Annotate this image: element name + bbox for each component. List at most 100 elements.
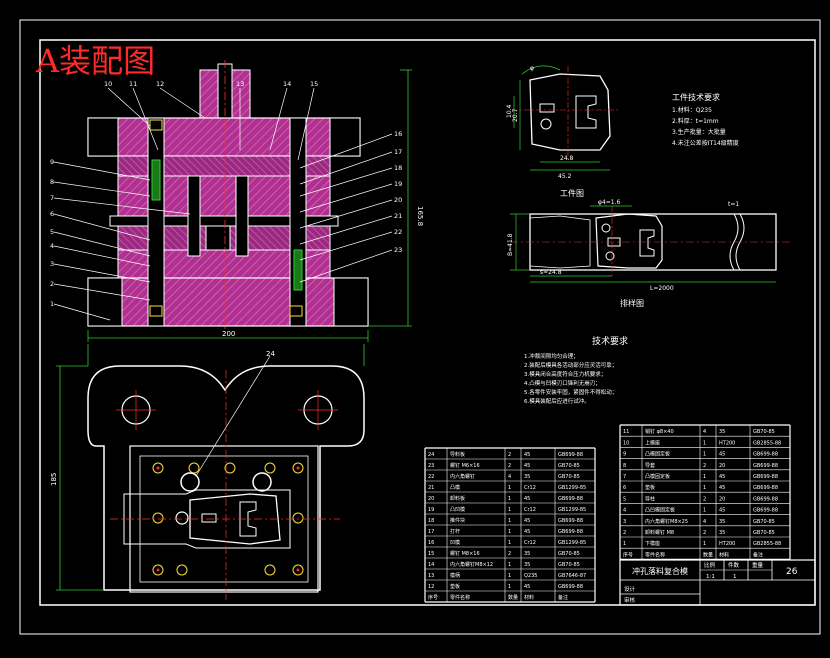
bom-cell-name: 内六角螺钉M8×25 bbox=[645, 518, 688, 525]
title-block-sheet: 26 bbox=[786, 567, 798, 577]
bom-header: 数量 bbox=[508, 594, 518, 601]
bom-cell-name: 内六角螺钉 bbox=[450, 473, 475, 480]
bom-cell-name: 导料板 bbox=[450, 451, 465, 458]
bom-cell-std: GB70-85 bbox=[753, 519, 775, 525]
bom-cell-no: 14 bbox=[428, 562, 434, 568]
bom-header: 材料 bbox=[524, 594, 534, 601]
bom-cell-name: 导套 bbox=[645, 462, 655, 469]
bom-cell-qty: 1 bbox=[508, 540, 511, 546]
bom-cell-name: 螺钉 M6×16 bbox=[450, 462, 480, 469]
bom-cell-qty: 1 bbox=[703, 452, 706, 458]
bom-cell-qty: 1 bbox=[703, 508, 706, 514]
width-dimension: 200 bbox=[222, 330, 235, 338]
workpiece-requirement: 1.材料：Q235 bbox=[672, 106, 712, 114]
bom-cell-mat: 45 bbox=[524, 529, 530, 535]
bom-cell-mat: 45 bbox=[719, 508, 725, 514]
title-block-scale-label: 比例 bbox=[704, 561, 716, 569]
bom-header: 序号 bbox=[428, 594, 438, 601]
bom-cell-std: GB699-88 bbox=[753, 485, 778, 491]
bom-cell-qty: 1 bbox=[508, 529, 511, 535]
tech-requirement: 1.冲裁间隙均匀合理； bbox=[524, 352, 579, 360]
bom-cell-no: 3 bbox=[623, 519, 626, 525]
part-number: 8 bbox=[50, 178, 54, 186]
inner-frame bbox=[39, 39, 816, 606]
strip-layout: φ4=1.6 t=1 B=41.8 s=24.8 L=2000 排样图 bbox=[507, 199, 790, 308]
part-number: 15 bbox=[310, 80, 318, 88]
bom-cell-std: GB699-88 bbox=[558, 518, 583, 524]
bom-cell-mat: 35 bbox=[524, 562, 530, 568]
bom-cell-std: GB699-88 bbox=[558, 584, 583, 590]
part-number: 21 bbox=[394, 212, 402, 220]
bom-cell-mat: 45 bbox=[719, 485, 725, 491]
part-number: 2 bbox=[50, 280, 54, 288]
bom-cell-qty: 1 bbox=[508, 496, 511, 502]
bom-cell-mat: Cr12 bbox=[524, 540, 536, 546]
bom-cell-name: 下模座 bbox=[645, 540, 660, 547]
bom-cell-std: GB70-85 bbox=[558, 474, 580, 480]
part-number: 13 bbox=[236, 80, 244, 88]
workpiece-req-title: 工件技术要求 bbox=[672, 92, 720, 102]
bom-cell-no: 4 bbox=[623, 508, 626, 514]
bom-cell-mat: 35 bbox=[524, 474, 530, 480]
bom-header: 材料 bbox=[719, 551, 729, 558]
bom-cell-no: 9 bbox=[623, 452, 626, 458]
bom-cell-name: 内六角螺钉M8×12 bbox=[450, 561, 493, 568]
title-block: 冲孔落料复合模 比例 件数 重量 1:1 1 26 设计 审核 bbox=[619, 559, 816, 606]
workpiece-dim-inner: 10.4 bbox=[506, 104, 513, 118]
workpiece-dim-large: 45.2 bbox=[558, 173, 572, 180]
part-number: 5 bbox=[50, 228, 54, 236]
bom-cell-name: 凸模 bbox=[450, 484, 460, 491]
part-number: 9 bbox=[50, 158, 54, 166]
bom-cell-std: GB1299-85 bbox=[558, 507, 586, 513]
bom-cell-std: GB699-88 bbox=[753, 463, 778, 469]
title-block-count-label: 件数 bbox=[728, 561, 740, 569]
workpiece-dim-height: 20.7 bbox=[512, 108, 519, 122]
height-dimension: 165.8 bbox=[416, 206, 424, 226]
bom-cell-mat: 45 bbox=[719, 474, 725, 480]
bom-cell-std: GB699-88 bbox=[558, 452, 583, 458]
title-block-name: 冲孔落料复合模 bbox=[632, 566, 688, 576]
part-number: 17 bbox=[394, 148, 402, 156]
strip-dim-thickness: t=1 bbox=[728, 201, 739, 208]
bom-cell-mat: 35 bbox=[524, 551, 530, 557]
bom-cell-std: GB699-88 bbox=[753, 508, 778, 514]
bom-header: 序号 bbox=[623, 551, 633, 558]
tech-requirement: 4.凸模与凹模刃口锋利无崩刃； bbox=[524, 379, 601, 387]
strip-dim-length: L=2000 bbox=[650, 285, 674, 292]
bom-cell-mat: 45 bbox=[524, 584, 530, 590]
bom-cell-qty: 1 bbox=[508, 562, 511, 568]
workpiece-dim-small: 24.8 bbox=[560, 155, 574, 162]
bom-cell-mat: Q235 bbox=[524, 573, 537, 579]
bom-cell-name: 销钉 φ8×40 bbox=[645, 428, 674, 435]
part-number: 10 bbox=[104, 80, 112, 88]
bom-cell-name: 螺钉 M8×16 bbox=[450, 550, 480, 557]
bom-cell-std: GB1299-85 bbox=[558, 485, 586, 491]
bom-cell-no: 1 bbox=[623, 541, 626, 547]
bom-cell-std: GB699-88 bbox=[753, 452, 778, 458]
bom-cell-std: GB70-85 bbox=[558, 463, 580, 469]
bom-cell-name: 打杆 bbox=[450, 528, 460, 535]
bom-cell-mat: 35 bbox=[719, 519, 725, 525]
part-number: 4 bbox=[50, 242, 54, 250]
part-number: 1 bbox=[50, 300, 54, 308]
tech-req-title: 技术要求 bbox=[592, 335, 628, 347]
tech-requirement: 2.装配后模具各活动部分应灵活可靠； bbox=[524, 361, 617, 369]
bom-cell-no: 24 bbox=[428, 452, 434, 458]
bom-cell-no: 8 bbox=[623, 463, 626, 469]
bom-cell-std: GB70-85 bbox=[753, 429, 775, 435]
workpiece-drawing: 24.8 45.2 20.7 10.4 φ 工件图 工件技术要求 1.材料：Q2… bbox=[506, 65, 739, 198]
bom-cell-qty: 2 bbox=[508, 463, 511, 469]
bom-cell-name: 模柄 bbox=[450, 572, 460, 579]
bom-cell-no: 17 bbox=[428, 529, 434, 535]
plan-view: 185 24 bbox=[50, 344, 365, 600]
bom-cell-qty: 4 bbox=[508, 474, 511, 480]
bom-cell-std: GB1299-85 bbox=[558, 540, 586, 546]
bom-cell-qty: 1 bbox=[703, 440, 706, 446]
part-number: 12 bbox=[156, 80, 164, 88]
bom-header: 数量 bbox=[703, 551, 713, 558]
bom-cell-name: 卸料板 bbox=[450, 495, 465, 502]
